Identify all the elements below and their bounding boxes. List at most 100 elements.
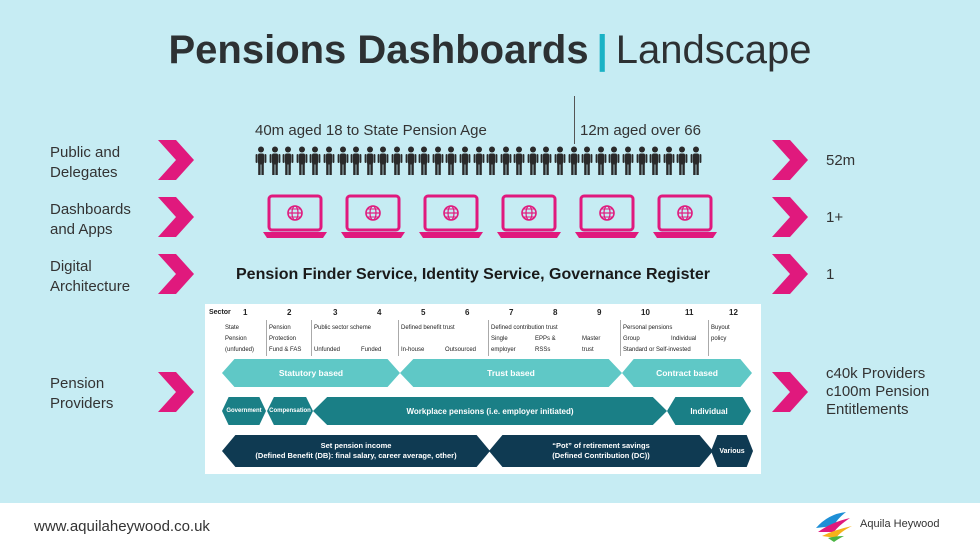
person-icon: [486, 146, 498, 175]
brand-name: Aquila Heywood: [860, 518, 940, 530]
title-separator: |: [596, 28, 608, 72]
row-label-line: Delegates: [50, 164, 118, 181]
person-icon: [269, 146, 280, 175]
sector-number: 4: [377, 308, 382, 317]
title-bold: Pensions Dashboards: [168, 28, 589, 72]
person-icon: [581, 146, 593, 175]
person-icon: [500, 146, 512, 175]
person-icon: [677, 146, 688, 175]
person-icon: [323, 146, 335, 175]
footer: [0, 503, 980, 551]
band-line: (Defined Contribution (DC)): [552, 451, 650, 460]
sector-number: 6: [465, 308, 470, 317]
sector-number: 8: [553, 308, 558, 317]
chevron-right-icon: [772, 254, 808, 294]
sector-number: 3: [333, 308, 338, 317]
subhead-line: (unfunded): [225, 347, 255, 353]
value-dashboards: 1+: [826, 209, 844, 226]
band-defined-benefit: Set pension income (Defined Benefit (DB)…: [222, 435, 490, 467]
population-over-66: 12m aged over 66: [580, 122, 701, 139]
laptop-icon: [575, 194, 639, 238]
value-line: Entitlements: [826, 401, 909, 418]
aquila-heywood-logo: [816, 512, 852, 542]
sector-subhead: Defined contribution trust: [491, 325, 558, 331]
subhead-line: Fund & FAS: [269, 347, 302, 353]
value-line: c100m Pension: [826, 383, 930, 400]
person-icon: [296, 146, 308, 175]
subhead-line: employer: [491, 347, 516, 353]
person-icon: [445, 146, 457, 175]
person-icon: [663, 146, 675, 175]
laptop-icon: [653, 194, 717, 238]
person-icon: [377, 146, 389, 175]
band-compensation: Compensation: [267, 397, 313, 425]
person-icon: [513, 146, 525, 175]
column-divider: [708, 320, 709, 356]
laptop-icon: [419, 194, 483, 238]
subhead-line: trust: [582, 347, 594, 353]
laptop-icon: [497, 194, 561, 238]
subhead-line: Group: [623, 336, 640, 342]
sector-subhead: Individual: [671, 336, 697, 342]
column-divider: [488, 320, 489, 356]
row-label-dashboards: Dashboards and Apps: [50, 200, 131, 240]
person-icon: [473, 146, 484, 175]
sector-subhead: Public sector scheme: [314, 325, 372, 331]
sector-number: 5: [421, 308, 426, 317]
row-label-digital: Digital Architecture: [50, 257, 130, 297]
sector-subhead: In-house: [401, 347, 425, 353]
sector-label: Sector: [209, 309, 231, 316]
person-icon: [432, 146, 444, 175]
subhead-line: policy: [711, 336, 727, 342]
page-title: Pensions Dashboards|Landscape: [0, 28, 980, 73]
row-label-line: Dashboards: [50, 201, 131, 218]
people-icons: [255, 146, 704, 176]
sector-number: 12: [729, 308, 738, 317]
sector-subhead: EPPs &RSSs: [535, 335, 556, 354]
sector-number: 1: [243, 308, 248, 317]
person-icon: [541, 146, 552, 175]
chevron-right-icon: [158, 197, 194, 237]
subhead-line: RSSs: [535, 347, 551, 353]
subhead-line: State: [225, 325, 240, 331]
column-divider: [266, 320, 267, 356]
column-divider: [398, 320, 399, 356]
person-icon: [609, 146, 620, 175]
person-icon: [690, 146, 702, 175]
sector-subhead: Outsourced: [445, 347, 477, 353]
person-icon: [568, 146, 580, 175]
digital-architecture-text: Pension Finder Service, Identity Service…: [236, 266, 710, 283]
band-workplace: Workplace pensions (i.e. employer initia…: [313, 397, 667, 425]
column-divider: [311, 320, 312, 356]
sector-subhead: Unfunded: [314, 347, 341, 353]
subhead-line: Pension: [269, 325, 291, 331]
person-icon: [418, 146, 430, 175]
row-label-line: Digital: [50, 258, 92, 275]
subhead-line: Master: [582, 336, 601, 342]
website-link[interactable]: www.aquilaheywood.co.uk: [34, 518, 210, 535]
chevron-right-icon: [772, 197, 808, 237]
person-icon: [554, 146, 566, 175]
chevron-right-icon: [158, 254, 194, 294]
person-icon: [636, 146, 648, 175]
person-icon: [364, 146, 376, 175]
band-line: (Defined Benefit (DB): final salary, car…: [255, 451, 457, 460]
subhead-line: Protection: [269, 336, 297, 342]
row-label-providers: Pension Providers: [50, 374, 113, 414]
row-label-line: Architecture: [50, 278, 131, 295]
band-statutory: Statutory based: [222, 359, 400, 387]
laptop-icons: [262, 194, 730, 240]
sector-number: 11: [685, 308, 694, 317]
sector-subhead: Master trust: [582, 335, 600, 354]
person-icon: [459, 146, 471, 175]
person-icon: [255, 146, 267, 175]
sector-number: 9: [597, 308, 602, 317]
age-divider: [574, 96, 575, 144]
person-icon: [405, 146, 416, 175]
sector-number: 10: [641, 308, 650, 317]
